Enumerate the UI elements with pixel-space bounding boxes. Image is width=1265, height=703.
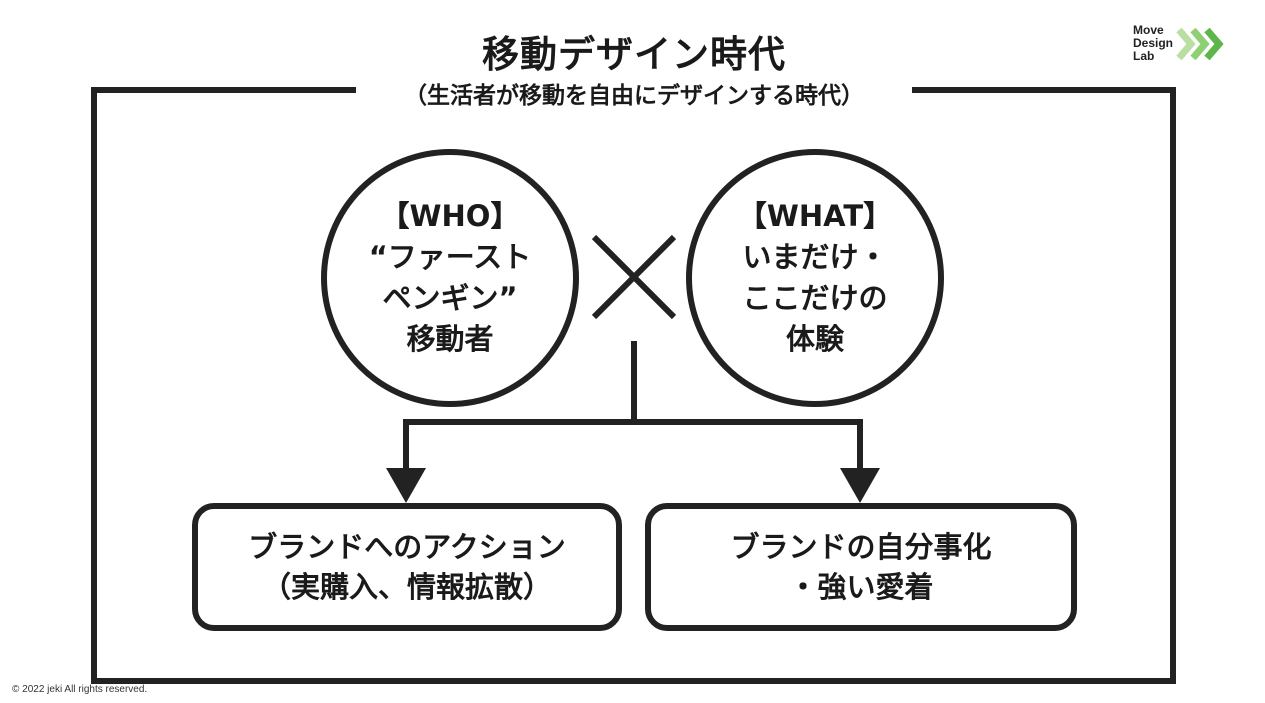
who-line-3: ペンギン” [382,281,518,315]
who-line-2: “ファースト [368,240,532,274]
flow-connector [403,341,863,470]
logo-line-3: Lab [1133,49,1155,63]
copyright-text: © 2022 jeki All rights reserved. [12,684,148,695]
what-line-4: 体験 [785,322,844,356]
what-circle: 【WHAT】 いまだけ・ ここだけの 体験 [686,149,944,407]
what-line-3: ここだけの [742,281,888,315]
outcome-action-line-1: ブランドへのアクション [248,530,566,564]
times-icon [591,234,677,320]
page-title: 移動デザイン時代 [482,33,786,76]
arrow-down-right-icon [840,468,880,503]
who-line-4: 移動者 [406,322,494,356]
chevron-arrows-icon [1176,27,1224,61]
logo-line-2: Design [1133,36,1174,50]
outcome-attachment-line-2: ・強い愛着 [788,570,934,604]
logo-text: Move Design Lab [1133,24,1173,63]
who-line-1: 【WHO】 [380,199,520,233]
move-design-lab-logo: Move Design Lab [1133,24,1243,68]
header: 移動デザイン時代 （生活者が移動を自由にデザインする時代） [356,30,912,116]
outcome-attachment-line-1: ブランドの自分事化 [730,530,992,564]
arrow-down-left-icon [386,468,426,503]
what-line-1: 【WHAT】 [737,199,893,233]
outcome-action-line-2: （実購入、情報拡散） [261,570,552,604]
what-line-2: いまだけ・ [742,240,888,274]
page-subtitle: （生活者が移動を自由にデザインする時代） [404,83,864,109]
outcome-box-attachment: ブランドの自分事化 ・強い愛着 [645,503,1077,631]
logo-line-1: Move [1133,23,1164,37]
outcome-box-action: ブランドへのアクション （実購入、情報拡散） [192,503,622,631]
who-circle: 【WHO】 “ファースト ペンギン” 移動者 [321,149,579,407]
